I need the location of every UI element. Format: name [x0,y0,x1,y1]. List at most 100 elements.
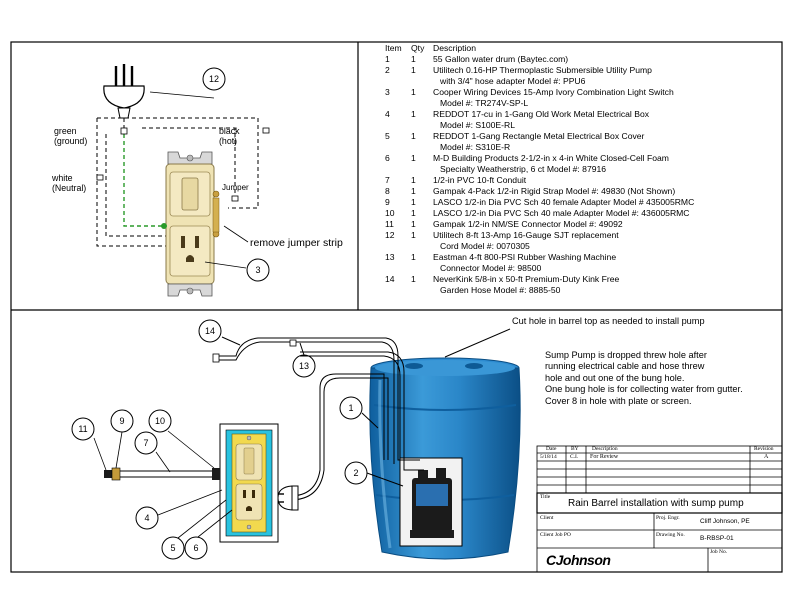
bom-item-qty: 1 [411,109,416,119]
sump-note-line: hole and out one of the bung hole. [545,372,685,383]
bom-item-number: 12 [385,230,395,240]
white-label-line: white [52,173,73,183]
plug-icon [103,64,145,119]
callout-12 [202,67,226,91]
bom-item-qty: 1 [411,274,416,284]
bom-row-continuation: with 3/4" hose adapter Model #: PPU6 [384,76,788,87]
jumper-label: Jumper [222,183,249,192]
sump-note-line: Cover 8 in hole with plate or screen. [545,395,692,406]
rev-by: C.I. [570,454,579,460]
callout-number: 13 [298,361,309,371]
company-logo: CJohnson [546,552,611,568]
bom-item-number: 4 [385,109,390,119]
bom-item-description: 55 Gallon water drum (Baytec.com) [433,54,569,64]
job-no-label: Job No. [710,549,728,555]
callout-number: 6 [193,543,199,553]
bom-row: 1 1 55 Gallon water drum (Baytec.com) [384,54,788,65]
bom-item-number: 7 [385,175,390,185]
bom-item-qty: 1 [411,54,416,64]
bom-item-qty: 1 [411,131,416,141]
callout-number: 7 [143,438,149,448]
bom-item-qty: 1 [411,219,416,229]
rev-header-by: BY [571,446,579,452]
conduit [93,430,233,539]
bom-row: 8 1 Gampak 4-Pack 1/2-in Rigid Strap Model… [384,186,788,197]
bom-item-description: LASCO 1/2-in Dia PVC Sch 40 male Adapter… [433,208,690,218]
green-label-line: (ground) [54,136,88,146]
bom-item-description: LASCO 1/2-in Dia PVC Sch 40 female Adapt… [433,197,695,207]
bom-row-continuation: Specialty Weatherstrip, 6 ct Model #: 87… [384,164,788,175]
rev-header-date: Date [546,446,557,452]
bom-header-description: Description [433,43,476,53]
bom-item-number: 10 [385,208,395,218]
bom-item-qty: 1 [411,252,416,262]
black-label-line: (hot) [219,136,238,146]
green-label-line: green [54,126,77,136]
bom-item-qty: 1 [411,186,416,196]
bom-item-qty: 1 [411,153,416,163]
bom-row-continuation: Connector Model #: 98500 [384,263,788,274]
bom-item-description: Utilitech 0.16-HP Thermoplastic Submersi… [433,65,652,75]
remove-jumper-label: remove jumper strip [250,237,343,249]
cut-hole-note: Cut hole in barrel top as needed to inst… [512,316,705,326]
rev-date: 5/18/14 [540,454,557,460]
callout-7 [134,431,158,455]
bom-item-qty: 1 [411,197,416,207]
drawing-no-value: B-RBSP-01 [700,535,734,542]
callout-11 [71,417,95,441]
callout-number: 12 [208,74,219,84]
white-wire-label: white (Neutral) [52,173,86,193]
callout-number: 4 [144,513,150,523]
callout-number: 5 [170,543,176,553]
bom-item-qty: 1 [411,87,416,97]
bom-item-qty: 1 [411,175,416,185]
rev-description: For Review [590,454,619,460]
bom-row-continuation: Model #: S310E-R [384,142,788,153]
bom-item-description: Eastman 4-ft 800-PSI Rubber Washing Mach… [433,252,617,262]
bom-item-description: REDDOT 1-Gang Rectangle Metal Electrical… [433,131,645,141]
bom-header-qty: Qty [411,43,425,53]
bom-item-description: Cord Model #: 0070305 [440,241,530,251]
callout-number: 10 [154,416,165,426]
electrical-box [219,423,279,543]
rev-letter: A [764,454,769,460]
client-label: Client [540,515,554,521]
callout-number: 14 [204,326,215,336]
callout-number: 9 [119,416,125,426]
callout-number: 11 [78,424,88,434]
bom-item-description: Gampak 4-Pack 1/2-in Rigid Strap Model #… [433,186,676,196]
bom-item-number: 9 [385,197,390,207]
callouts [71,67,368,560]
hose-and-cable [214,328,511,501]
bom-header-item: Item [385,43,402,53]
white-label-line: (Neutral) [52,183,87,193]
bom-item-number: 8 [385,186,390,196]
sump-note-line: Sump Pump is dropped threw hole after [545,350,707,360]
bom-item-number: 5 [385,131,390,141]
bom-row: 9 1 LASCO 1/2-in Dia PVC Sch 40 female Ada… [384,197,788,208]
callout-number: 1 [348,403,354,413]
bom-item-description: Gampak 1/2-in NM/SE Connector Model #: 4… [433,219,623,229]
callout-6 [184,536,208,560]
bom-item-number: 6 [385,153,390,163]
bom-item-number: 1 [385,54,390,64]
callout-number: 3 [255,265,261,275]
bom-row-continuation: Garden Hose Model #: 8885-50 [384,285,788,296]
sump-pump [399,457,463,547]
bom-item-description: NeverKink 5/8-in x 50-ft Premium-Duty Ki… [433,274,620,284]
proj-engr-value: Cliff Johnson, PE [700,518,750,525]
bom-item-description: Cooper Wiring Devices 15-Amp Ivory Combi… [433,87,674,97]
rev-header-revision: Revision [754,446,774,452]
bom-row-continuation: Model #: TR274V-SP-L [384,98,788,109]
bom-row: 5 1 REDDOT 1-Gang Rectangle Metal Electric… [384,131,788,142]
